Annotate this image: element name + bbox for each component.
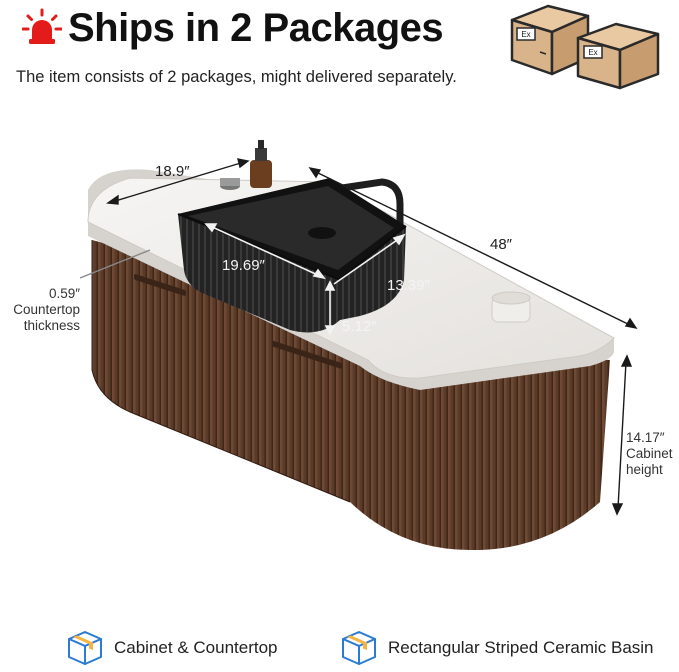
soap-bottle [250, 140, 272, 188]
countertop-thickness-label-1: Countertop [13, 302, 80, 317]
cabinet-height-label-1: Cabinet [626, 446, 673, 461]
basin-dimension-lines [204, 223, 406, 336]
alert-light-icon [22, 8, 62, 44]
package-label-2: Rectangular Striped Ceramic Basin [388, 638, 654, 657]
small-jar [220, 178, 240, 190]
basin-height-dimension: 5.12″ [342, 318, 377, 335]
shipping-boxes-icon: Ex Ex [510, 4, 660, 90]
basin-width-dimension: 13.39″ [387, 277, 430, 294]
basin [177, 178, 407, 333]
package-box-icon [342, 631, 376, 665]
faucet [338, 178, 404, 234]
dimension-lines [79, 158, 638, 516]
cabinet-height-value: 14.17″ [626, 430, 665, 445]
depth-dimension: 18.9″ [155, 163, 190, 180]
cream-jar [491, 291, 531, 323]
page-subtitle: The item consists of 2 packages, might d… [16, 68, 457, 86]
countertop-thickness-label-2: thickness [23, 318, 80, 333]
page-title: Ships in 2 Packages [68, 6, 444, 50]
box-label-2: Ex [588, 48, 597, 57]
cabinet-height-label-2: height [626, 462, 663, 477]
package-box-icon [68, 631, 102, 665]
box-label-1: Ex [521, 30, 530, 39]
header: Ships in 2 Packages The item consists of… [0, 0, 679, 100]
vanity-illustration [79, 140, 638, 550]
package-label-1: Cabinet & Countertop [114, 638, 278, 657]
basin-length-dimension: 19.69″ [222, 257, 265, 274]
cabinet-height-note: 14.17″ Cabinet height [626, 430, 678, 478]
countertop-thickness-value: 0.59″ [48, 286, 80, 301]
width-dimension: 48″ [490, 236, 512, 253]
package-item-2: Rectangular Striped Ceramic Basin [340, 628, 654, 668]
countertop-thickness-note: 0.59″ Countertop thickness [8, 286, 80, 334]
cabinet [91, 240, 610, 550]
package-item-1: Cabinet & Countertop [66, 628, 278, 668]
